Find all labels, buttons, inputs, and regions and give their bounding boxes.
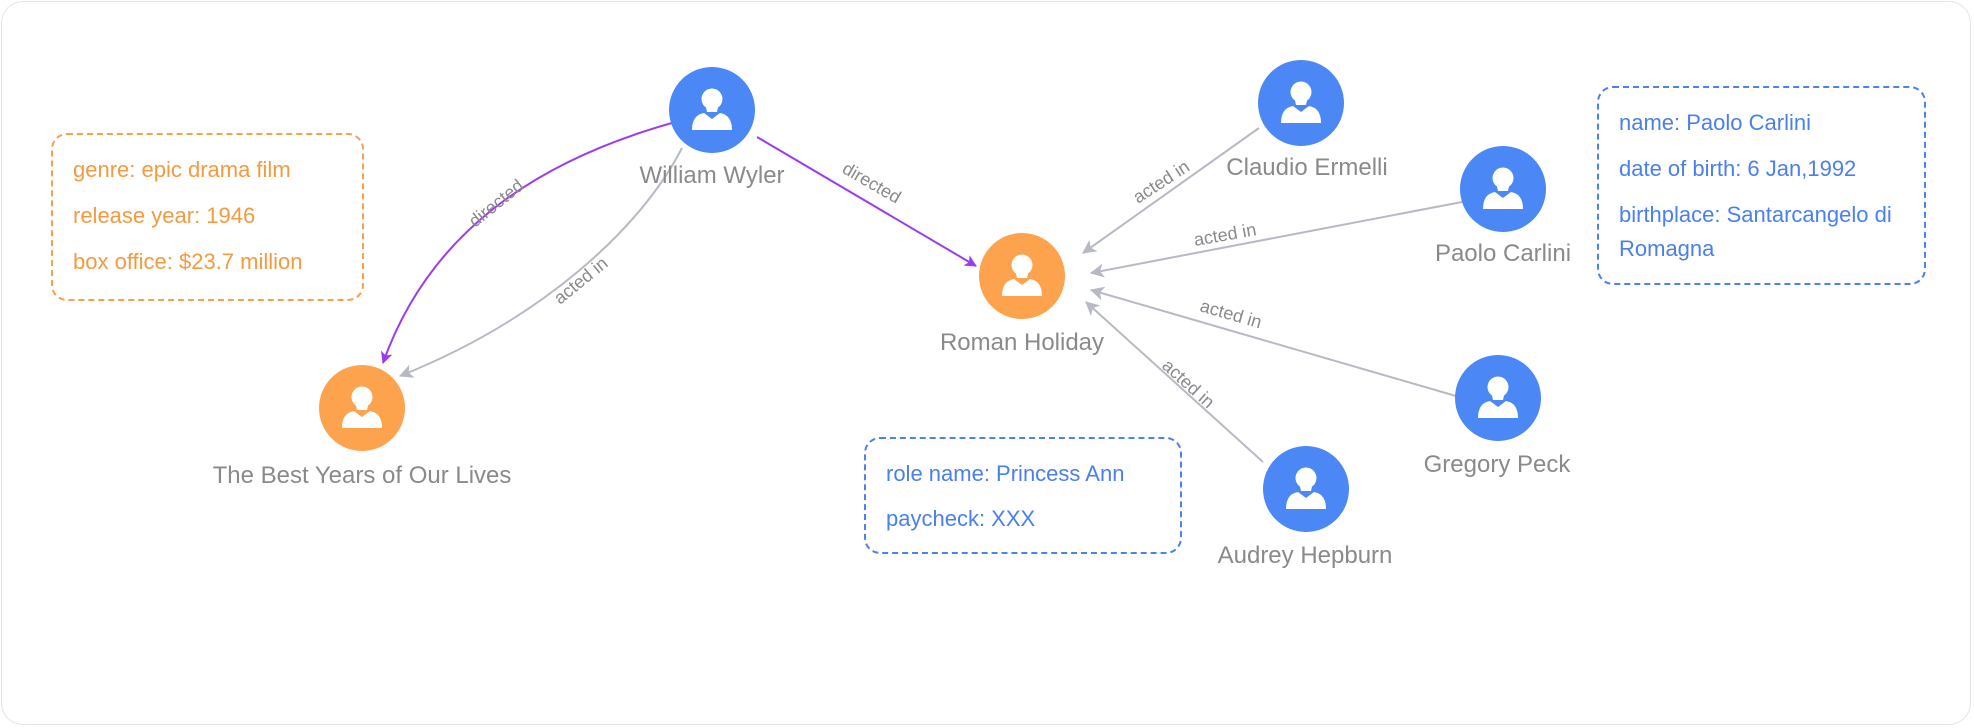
movie-genre: genre: epic drama film [73, 157, 291, 182]
node-paolo-carlini[interactable]: Paolo Carlini [1435, 146, 1571, 267]
edge-gregory-acted-roman-holiday [1089, 286, 1457, 397]
node-claudio-ermelli[interactable]: Claudio Ermelli [1226, 60, 1388, 181]
node-best-years[interactable]: The Best Years of Our Lives [213, 365, 512, 489]
person-date-of-birth: date of birth: 6 Jan,1992 [1619, 156, 1857, 181]
node-roman-holiday[interactable]: Roman Holiday [940, 233, 1104, 356]
edge-label-audrey-acted: acted in [1158, 355, 1218, 412]
edge-wyler-directed-roman-holiday [756, 136, 977, 267]
movie-properties-card: genre: epic drama film release year: 194… [51, 133, 364, 301]
node-label-roman-holiday: Roman Holiday [940, 329, 1104, 356]
role-name: role name: Princess Ann [886, 461, 1125, 486]
edge-label-gregory-acted: acted in [1198, 296, 1264, 333]
edge-label-wyler-acted-best-years: acted in [550, 253, 612, 308]
person-name: name: Paolo Carlini [1619, 110, 1811, 135]
node-label-gregory-peck: Gregory Peck [1424, 451, 1572, 478]
movie-release-year: release year: 1946 [73, 203, 256, 228]
role-properties-card: role name: Princess Ann paycheck: XXX [864, 437, 1182, 554]
edge-label-paolo-acted: acted in [1192, 219, 1258, 250]
edge-wyler-acted-best-years [398, 147, 683, 378]
node-william-wyler[interactable]: William Wyler [639, 67, 785, 189]
person-birthplace: birthplace: Santarcangelo di Romagna [1619, 202, 1892, 261]
role-paycheck: paycheck: XXX [886, 506, 1036, 531]
person-properties-card: name: Paolo Carlini date of birth: 6 Jan… [1597, 86, 1926, 285]
node-label-william-wyler: William Wyler [639, 162, 784, 189]
edge-label-wyler-directed-best-years: directed [465, 175, 527, 231]
edge-wyler-directed-best-years [381, 122, 673, 364]
edge-claudio-acted-roman-holiday [1082, 127, 1260, 254]
edge-label-wyler-directed-roman-holiday: directed [839, 158, 904, 207]
edge-paolo-acted-roman-holiday [1089, 201, 1463, 278]
node-audrey-hepburn[interactable]: Audrey Hepburn [1218, 446, 1393, 569]
edge-audrey-acted-roman-holiday [1085, 301, 1264, 463]
movie-box-office: box office: $23.7 million [73, 249, 303, 274]
node-label-audrey-hepburn: Audrey Hepburn [1218, 542, 1393, 569]
node-label-claudio-ermelli: Claudio Ermelli [1226, 154, 1387, 181]
node-gregory-peck[interactable]: Gregory Peck [1424, 355, 1572, 478]
node-label-best-years: The Best Years of Our Lives [213, 462, 512, 489]
node-label-paolo-carlini: Paolo Carlini [1435, 240, 1571, 267]
